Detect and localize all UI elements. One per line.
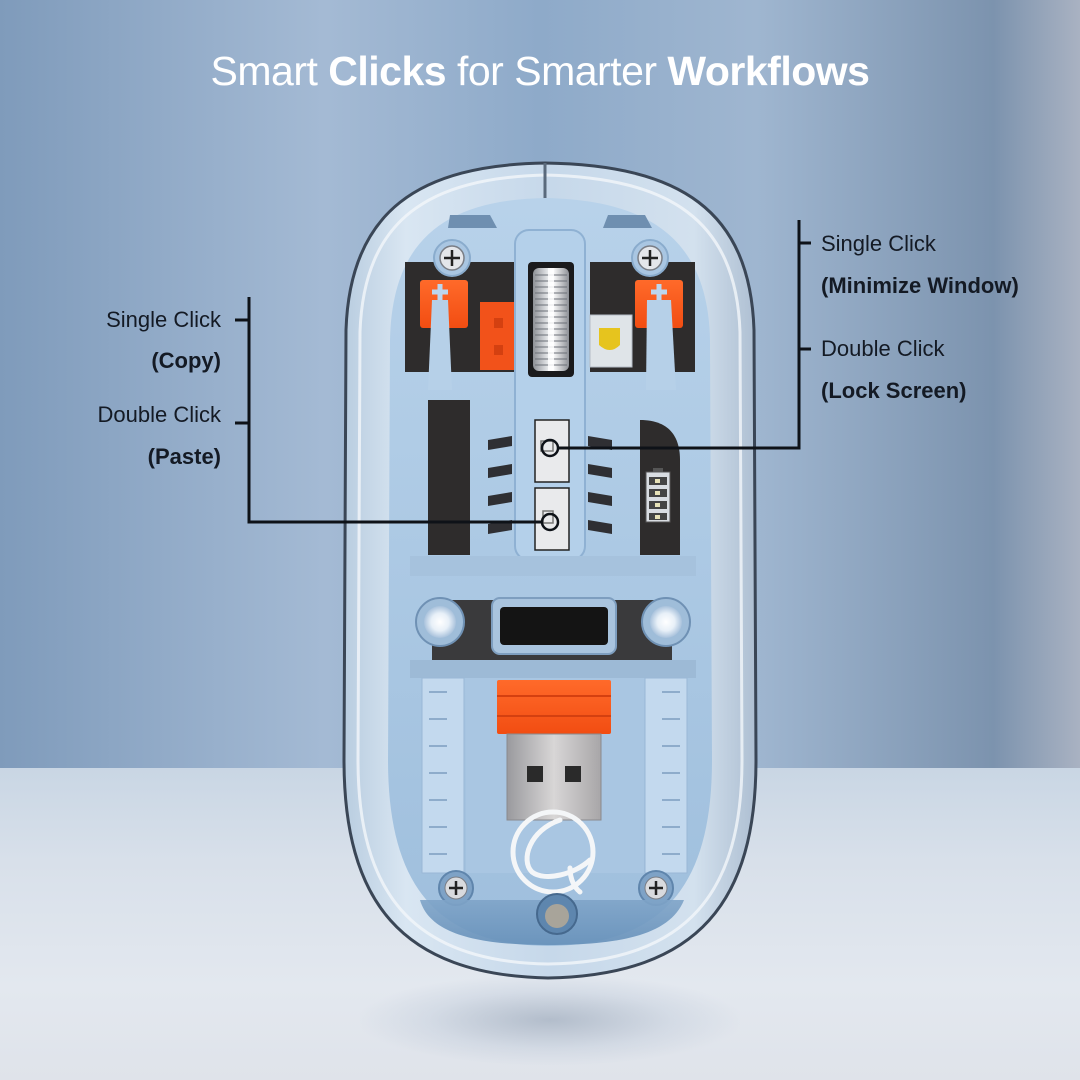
screw-top-right xyxy=(631,239,669,277)
headline-part-4: Workflows xyxy=(667,48,870,94)
sensor-led-right xyxy=(641,597,691,647)
battery-indicator-icon xyxy=(645,468,671,523)
usb-receiver xyxy=(497,680,611,821)
screw-bottom-left xyxy=(438,870,474,906)
minimize-lock-button xyxy=(534,419,570,483)
headline-part-3: for Smarter xyxy=(446,48,668,94)
headline: Smart Clicks for Smarter Workflows xyxy=(0,48,1080,95)
left-single-click-action: (Copy) xyxy=(151,348,221,373)
side-rail-left xyxy=(421,677,465,874)
brand-logo-icon xyxy=(510,809,596,895)
screw-bottom-right xyxy=(638,870,674,906)
right-single-click-label: Single Click xyxy=(821,231,936,256)
power-switch xyxy=(536,893,578,935)
sensor-led-left xyxy=(415,597,465,647)
encoder-module xyxy=(589,314,633,368)
copy-paste-button xyxy=(534,487,570,551)
right-double-click-action: (Lock Screen) xyxy=(821,378,967,403)
screw-top-left xyxy=(433,239,471,277)
mouse-shadow xyxy=(360,975,740,1065)
left-double-click-action: (Paste) xyxy=(147,444,221,469)
left-single-click-label: Single Click xyxy=(106,307,221,332)
scroll-wheel xyxy=(528,262,574,377)
optical-sensor xyxy=(491,597,617,655)
headline-part-1: Smart xyxy=(210,48,329,94)
right-double-click-label: Double Click xyxy=(821,336,945,361)
right-single-click-action: (Minimize Window) xyxy=(821,273,1019,298)
left-double-click-label: Double Click xyxy=(97,402,222,427)
headline-part-2: Clicks xyxy=(328,48,447,94)
dpi-switch-block xyxy=(480,302,516,370)
side-rail-right xyxy=(644,677,688,874)
